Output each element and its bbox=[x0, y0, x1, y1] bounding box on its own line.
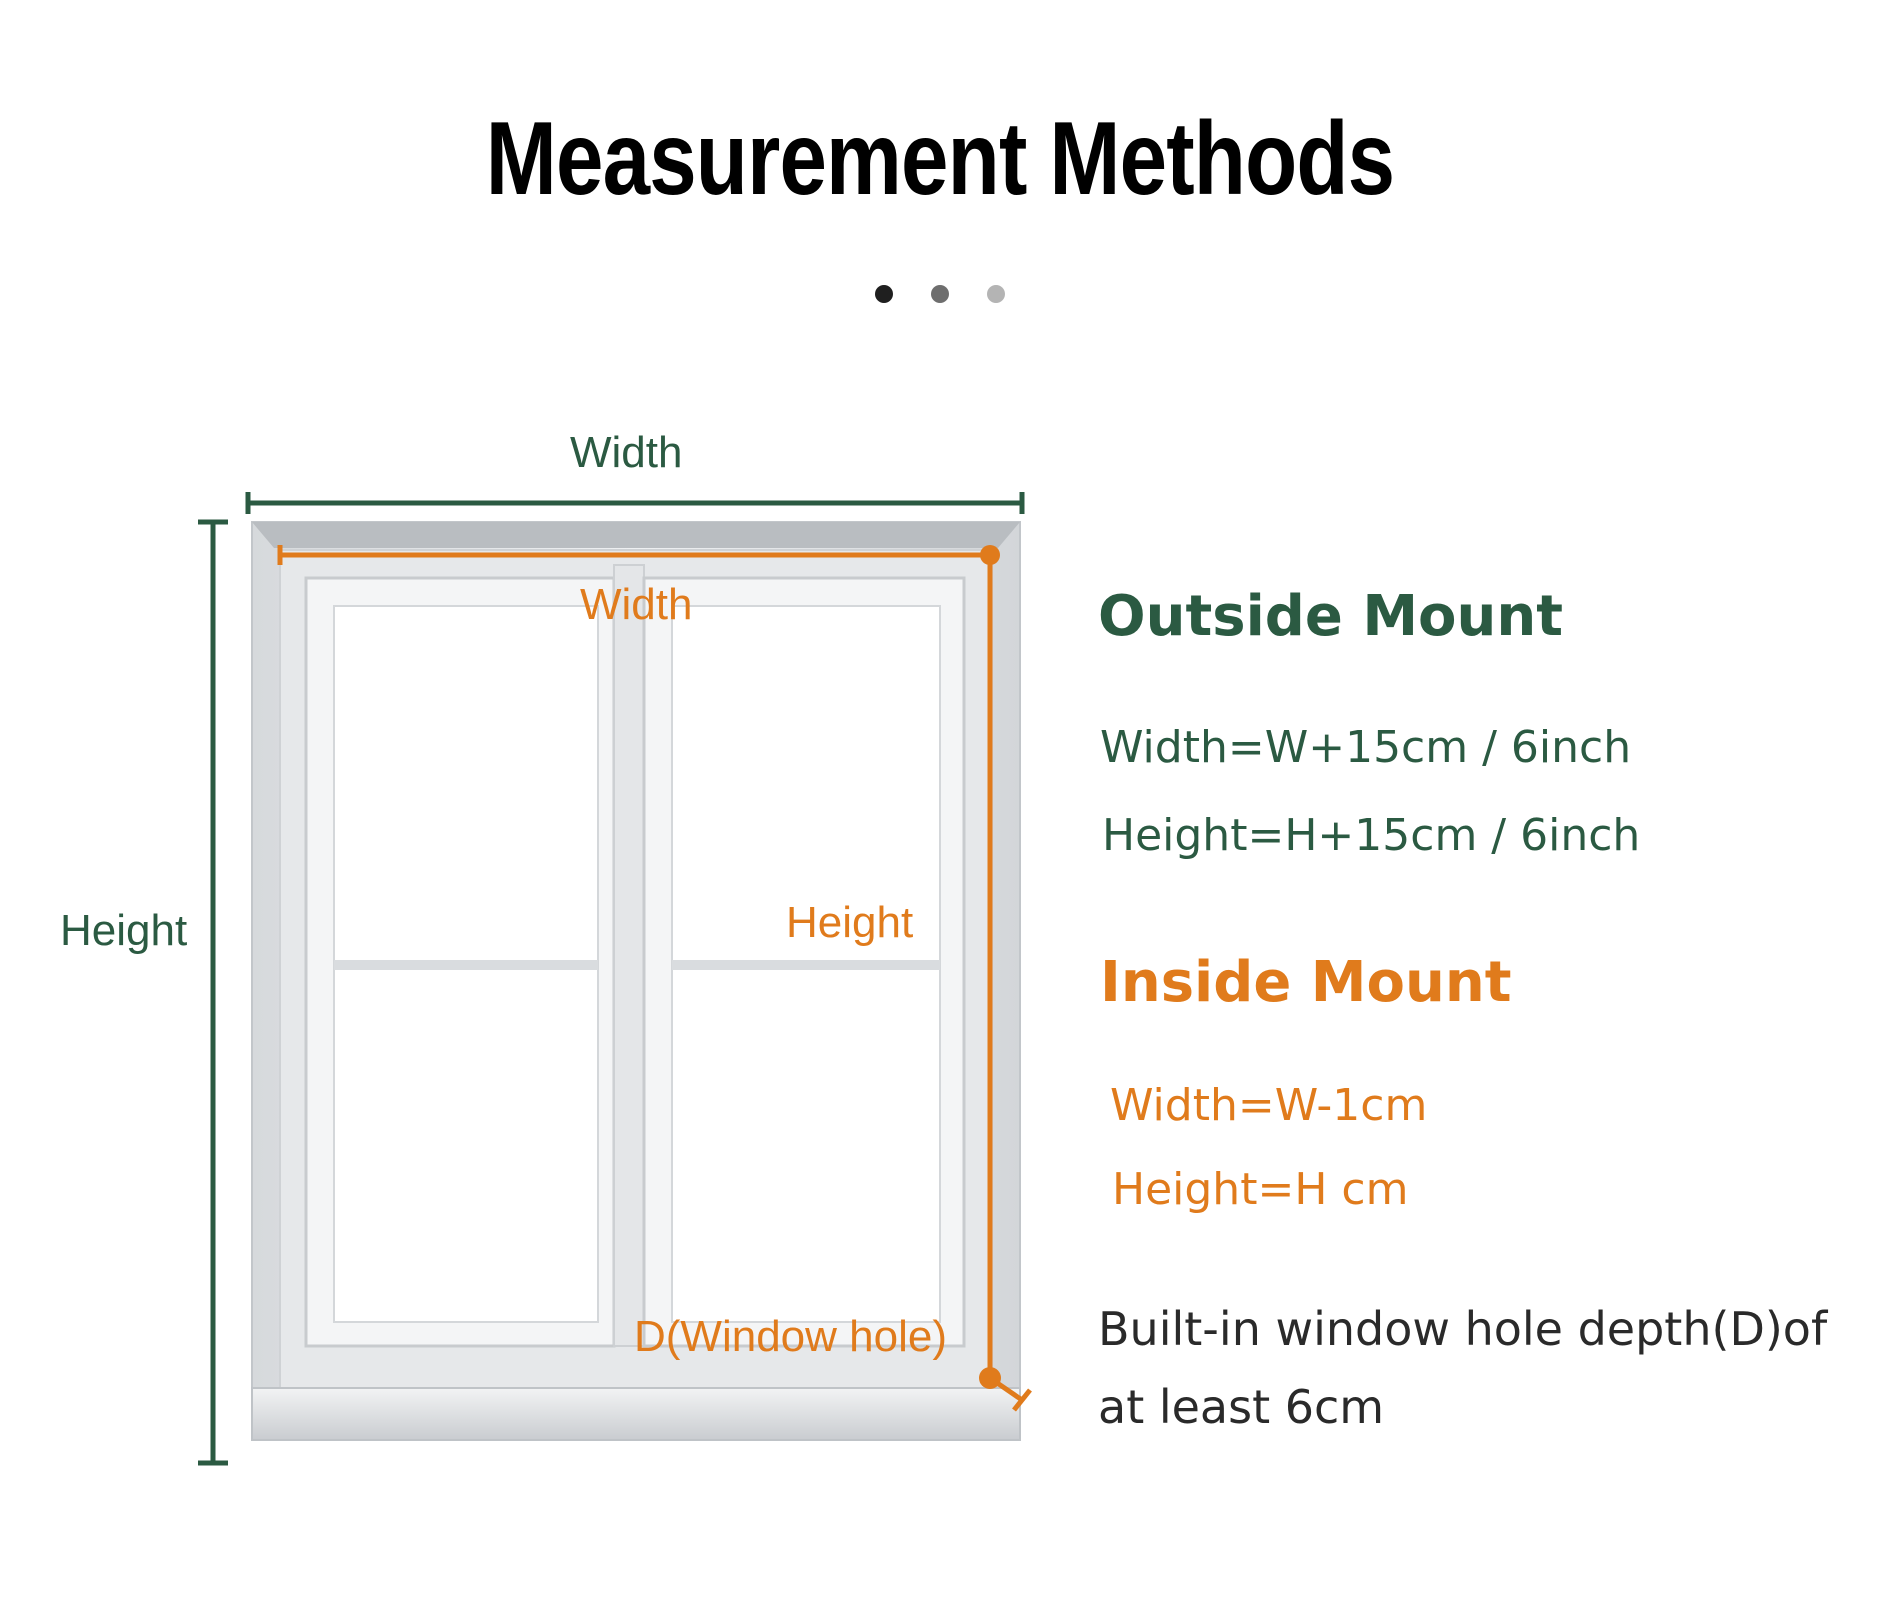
depth-label: D(Window hole) bbox=[634, 1312, 947, 1361]
outside-mount-width-formula: Width=W+15cm / 6inch bbox=[1100, 722, 1632, 773]
window-left-sash bbox=[304, 576, 616, 1348]
depth-note-line-2: at least 6cm bbox=[1098, 1380, 1385, 1434]
window-mullion bbox=[613, 564, 645, 1347]
outside-mount-height-formula: Height=H+15cm / 6inch bbox=[1102, 810, 1641, 861]
pager-dot-3[interactable] bbox=[987, 285, 1005, 303]
pager-dot-1[interactable] bbox=[875, 285, 893, 303]
carousel-pager[interactable] bbox=[0, 285, 1880, 303]
inner-height-label: Height bbox=[786, 898, 914, 947]
depth-note-line-1: Built-in window hole depth(D)of bbox=[1098, 1302, 1828, 1356]
inside-mount-width-formula: Width=W-1cm bbox=[1110, 1080, 1428, 1131]
inside-mount-height-formula: Height=H cm bbox=[1112, 1164, 1409, 1215]
outer-width-dimension bbox=[245, 492, 1025, 514]
page-title: Measurement Methods bbox=[485, 101, 1395, 217]
depth-dimension bbox=[988, 1375, 1032, 1412]
outer-height-label: Height bbox=[60, 906, 188, 955]
inner-width-label: Width bbox=[580, 580, 693, 629]
inside-mount-heading: Inside Mount bbox=[1100, 950, 1512, 1015]
outer-height-dimension bbox=[198, 519, 228, 1466]
window-right-sash bbox=[642, 576, 966, 1348]
pager-dot-2[interactable] bbox=[931, 285, 949, 303]
outside-mount-heading: Outside Mount bbox=[1098, 584, 1564, 649]
outer-width-label: Width bbox=[570, 428, 683, 477]
inner-width-dimension bbox=[277, 545, 990, 565]
